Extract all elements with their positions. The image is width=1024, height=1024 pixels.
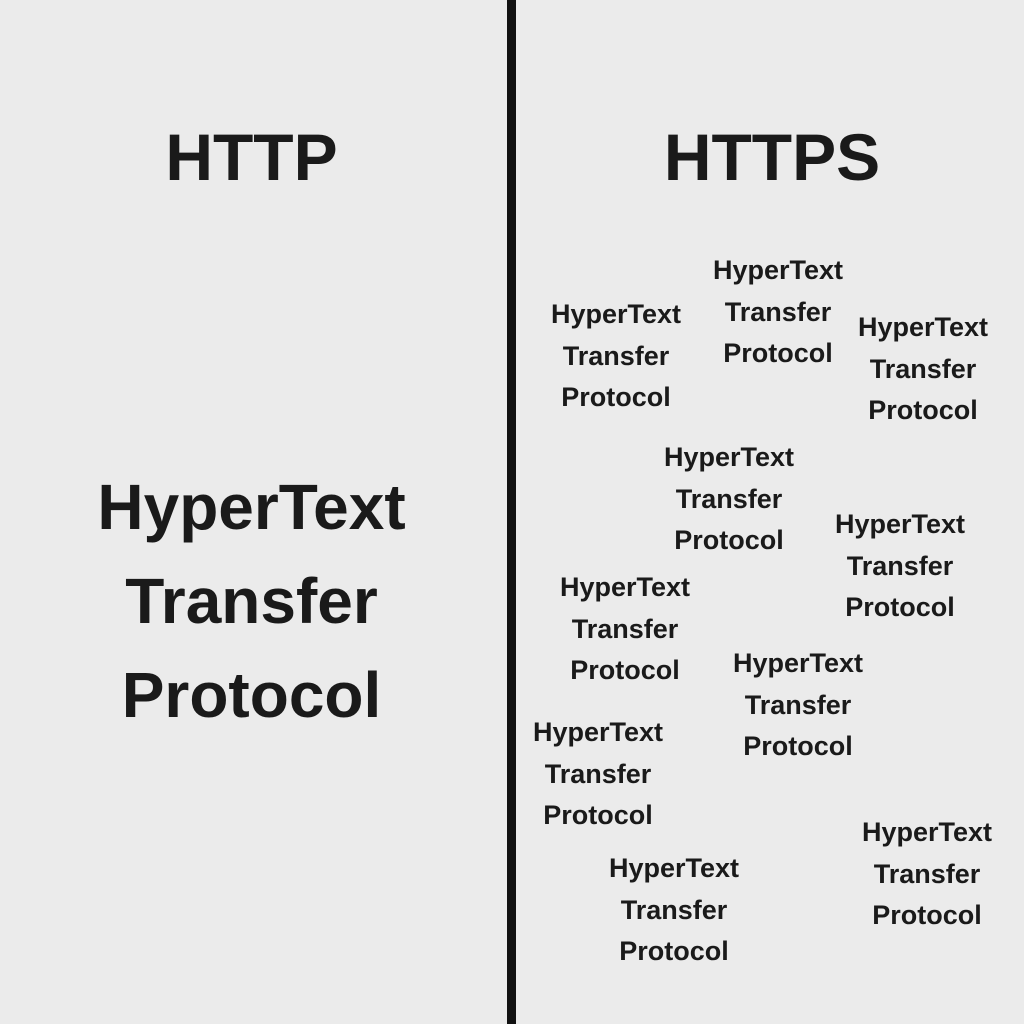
https-phrase-copy: HyperText Transfer Protocol (837, 812, 1017, 937)
phrase-word: HyperText (532, 717, 664, 747)
phrase-word: HyperText (857, 312, 989, 342)
phrase-word: Transfer (744, 689, 852, 720)
http-phrase: HyperText Transfer Protocol (0, 460, 503, 742)
https-phrase-copy: HyperText Transfer Protocol (535, 567, 715, 692)
http-heading: HTTP (165, 120, 338, 194)
phrase-word: Transfer (125, 565, 378, 637)
phrase-word: Protocol (868, 395, 978, 425)
phrase-word: Transfer (873, 858, 981, 889)
phrase-word: HyperText (663, 442, 795, 472)
https-phrase-copy: HyperText Transfer Protocol (584, 848, 764, 973)
https-phrase-copy: HyperText Transfer Protocol (833, 307, 1013, 432)
phrase-word: HyperText (712, 255, 844, 285)
phrase-word: Protocol (743, 731, 853, 761)
https-phrase-copy: HyperText Transfer Protocol (508, 712, 688, 837)
phrase-word: Transfer (544, 758, 652, 789)
phrase-word: HyperText (608, 853, 740, 883)
phrase-word: Transfer (571, 613, 679, 644)
phrase-word: HyperText (97, 471, 406, 543)
https-phrase-copy: HyperText Transfer Protocol (639, 437, 819, 562)
https-phrase-copy: HyperText Transfer Protocol (688, 250, 868, 375)
https-phrase-copy: HyperText Transfer Protocol (708, 643, 888, 768)
phrase-word: Transfer (869, 353, 977, 384)
phrase-word: Transfer (846, 550, 954, 581)
phrase-word: Transfer (724, 296, 832, 327)
https-heading: HTTPS (663, 120, 881, 194)
phrase-word: Protocol (570, 655, 680, 685)
phrase-word: HyperText (861, 817, 993, 847)
phrase-word: Protocol (674, 525, 784, 555)
phrase-word: Transfer (562, 340, 670, 371)
phrase-word: Transfer (620, 894, 728, 925)
phrase-word: Protocol (543, 800, 653, 830)
phrase-word: HyperText (732, 648, 864, 678)
phrase-word: Protocol (619, 936, 729, 966)
center-divider (507, 0, 516, 1024)
phrase-word: Protocol (872, 900, 982, 930)
https-phrase-copy: HyperText Transfer Protocol (810, 504, 990, 629)
phrase-word: HyperText (550, 299, 682, 329)
phrase-word: Protocol (845, 592, 955, 622)
phrase-word: HyperText (559, 572, 691, 602)
phrase-word: Protocol (561, 382, 671, 412)
phrase-word: Protocol (723, 338, 833, 368)
phrase-word: Protocol (121, 659, 382, 731)
https-phrase-copy: HyperText Transfer Protocol (526, 294, 706, 419)
phrase-word: HyperText (834, 509, 966, 539)
phrase-word: Transfer (675, 483, 783, 514)
